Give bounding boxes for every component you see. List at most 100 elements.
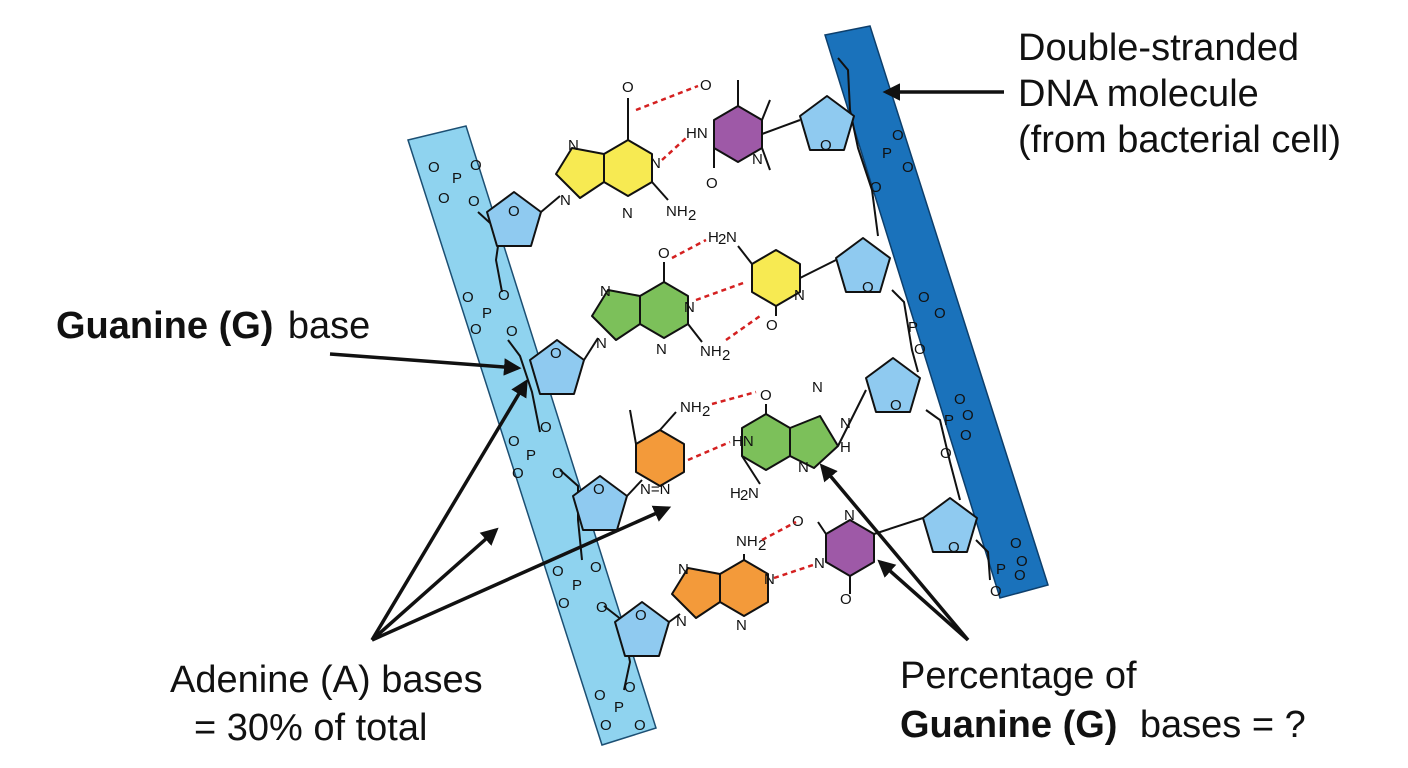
svg-text:P: P: [996, 561, 1006, 578]
adenine-arrow-3: [371, 505, 672, 642]
svg-text:H: H: [708, 229, 719, 246]
svg-text:NH: NH: [680, 399, 702, 416]
svg-text:O: O: [634, 717, 646, 734]
phosphate-group-left-2: O P O O O: [462, 287, 518, 340]
adenine-arrow-1: [370, 378, 528, 641]
svg-text:N: N: [748, 485, 759, 502]
svg-text:O: O: [470, 321, 482, 338]
svg-text:O: O: [1016, 553, 1028, 570]
phosphate-group-left-4: O P O O O: [552, 559, 608, 616]
svg-text:O: O: [862, 279, 874, 296]
svg-text:O: O: [892, 127, 904, 144]
svg-text:= 30% of total: = 30% of total: [194, 707, 427, 749]
base-pair-4: N N N N NH 2 O O N N: [668, 507, 924, 634]
base-pair-3: NH 2 N=N O N N H N HN H 2 N: [626, 379, 867, 504]
svg-text:Percentage of: Percentage of: [900, 655, 1137, 697]
svg-text:O: O: [593, 481, 605, 498]
sugar-right-4: [922, 497, 978, 553]
svg-text:2: 2: [702, 403, 710, 420]
svg-text:O: O: [635, 607, 647, 624]
svg-text:O: O: [914, 341, 926, 358]
adenine-label: Adenine (A) bases = 30% of total: [170, 659, 483, 749]
svg-text:Adenine (A) bases: Adenine (A) bases: [170, 659, 483, 701]
svg-text:P: P: [482, 305, 492, 322]
svg-text:2: 2: [722, 347, 730, 364]
svg-text:N: N: [596, 335, 607, 352]
svg-text:N: N: [676, 613, 687, 630]
phosphate-group-right-3: O O P O O: [940, 391, 974, 462]
svg-text:N: N: [568, 137, 579, 154]
svg-text:P: P: [944, 412, 954, 429]
svg-text:N: N: [794, 287, 805, 304]
base-pair-2: N N N N O NH 2 H 2 N O N: [583, 229, 837, 364]
svg-text:O: O: [840, 591, 852, 608]
phosphate-group-right-4: O O P O O: [990, 535, 1028, 600]
svg-text:O: O: [552, 563, 564, 580]
svg-text:HN: HN: [686, 125, 708, 142]
sugar-left-2: [529, 339, 585, 395]
svg-text:O: O: [498, 287, 510, 304]
svg-text:N: N: [798, 459, 809, 476]
svg-text:2: 2: [688, 207, 696, 224]
svg-text:O: O: [428, 159, 440, 176]
adenine-arrow-2: [370, 527, 499, 642]
svg-text:Guanine (G) base: Guanine (G) base: [56, 305, 370, 347]
svg-text:O: O: [594, 687, 606, 704]
svg-text:O: O: [934, 305, 946, 322]
svg-text:N: N: [764, 571, 775, 588]
sugar-left-3: [572, 475, 628, 531]
svg-text:P: P: [882, 145, 892, 162]
svg-text:NH: NH: [736, 533, 758, 550]
svg-text:O: O: [590, 559, 602, 576]
svg-text:O: O: [600, 717, 612, 734]
guanine-question-label: Percentage of Guanine (G) bases = ?: [900, 655, 1306, 746]
svg-text:O: O: [596, 599, 608, 616]
svg-text:N: N: [736, 617, 747, 634]
svg-text:O: O: [552, 465, 564, 482]
svg-text:P: P: [614, 699, 624, 716]
svg-text:O: O: [624, 679, 636, 696]
svg-text:N: N: [656, 341, 667, 358]
svg-text:2: 2: [758, 537, 766, 554]
left-backbone-strand: [407, 125, 657, 746]
svg-text:N: N: [600, 283, 611, 300]
svg-text:O: O: [766, 317, 778, 334]
svg-text:O: O: [622, 79, 634, 96]
svg-text:O: O: [540, 419, 552, 436]
svg-text:O: O: [948, 539, 960, 556]
phosphate-group-left-3: O P O O O: [508, 419, 564, 482]
svg-text:O: O: [954, 391, 966, 408]
svg-text:O: O: [760, 387, 772, 404]
phosphate-group-right-2: O O P O: [908, 289, 946, 358]
sugar-right-1: [799, 95, 855, 151]
svg-text:N: N: [678, 561, 689, 578]
guanine-question-arrow-2: [877, 559, 970, 642]
svg-text:O: O: [918, 289, 930, 306]
sugar-left-4: [614, 601, 670, 657]
svg-text:O: O: [506, 323, 518, 340]
sugar-right-2: [835, 237, 891, 293]
guanine-question-arrow-1: [819, 463, 970, 642]
sugar-left-1: [486, 191, 542, 247]
right-backbone-strand: [824, 25, 1049, 599]
svg-text:P: P: [572, 577, 582, 594]
phosphate-group-left-5: O P O O O: [594, 679, 646, 734]
svg-text:O: O: [462, 289, 474, 306]
svg-text:O: O: [1010, 535, 1022, 552]
svg-text:O: O: [990, 583, 1002, 600]
svg-text:O: O: [902, 159, 914, 176]
svg-text:O: O: [700, 77, 712, 94]
base-pair-1: N N N N O NH 2 O HN O N: [540, 77, 801, 224]
svg-text:O: O: [558, 595, 570, 612]
svg-text:O: O: [706, 175, 718, 192]
dna-molecule-label: Double-stranded DNA molecule (from bacte…: [1018, 27, 1341, 161]
svg-text:NH: NH: [700, 343, 722, 360]
svg-text:O: O: [658, 245, 670, 262]
svg-text:P: P: [526, 447, 536, 464]
svg-text:N: N: [840, 415, 851, 432]
guanine-base-label: Guanine (G) base: [56, 305, 370, 347]
svg-text:O: O: [1014, 567, 1026, 584]
svg-text:HN: HN: [732, 433, 754, 450]
svg-text:O: O: [870, 179, 882, 196]
svg-text:N=N: N=N: [640, 481, 670, 498]
